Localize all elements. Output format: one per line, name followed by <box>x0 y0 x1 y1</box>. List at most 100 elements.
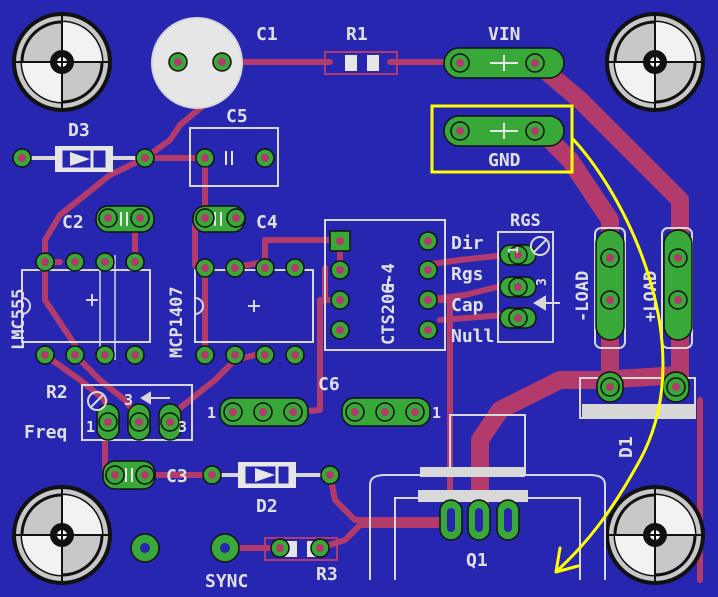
trace <box>422 252 508 268</box>
pad-drill <box>231 351 239 359</box>
silkscreen <box>21 17 696 580</box>
label-neg-load: -LOAD <box>573 271 593 322</box>
pad-drill <box>674 296 682 304</box>
trace <box>327 472 448 523</box>
pad-drill <box>229 408 237 416</box>
r2-screw-icon <box>87 391 107 411</box>
pad-drill <box>174 58 182 66</box>
pad-drill <box>231 264 239 272</box>
label-ic3: CTS206-4 <box>379 263 399 345</box>
d3-diode <box>22 146 145 172</box>
pad-drill <box>424 326 432 334</box>
q1-holes <box>447 508 512 532</box>
pad-drill <box>201 351 209 359</box>
pad-drill <box>276 544 284 552</box>
trace <box>192 155 208 363</box>
label-d1: D1 <box>616 436 637 458</box>
pad-drill <box>291 264 299 272</box>
pad-drill <box>514 314 522 322</box>
label-vin: VIN <box>488 24 521 45</box>
label-freq: Freq <box>24 422 67 443</box>
label-r3: R3 <box>316 564 338 585</box>
label-rgs-pin1: 1 <box>507 246 522 254</box>
pad-drill <box>261 154 269 162</box>
pad-drill <box>201 214 209 222</box>
mounting-holes <box>12 12 705 585</box>
label-c6-pin1a: 1 <box>207 404 216 422</box>
pad-drill <box>336 296 344 304</box>
silkscreen-labels: C1 R1 VIN GND D3 C5 C2 C4 LMC555 MCP1407… <box>9 24 661 592</box>
pad-drill <box>411 408 419 416</box>
label-ic2: MCP1407 <box>167 286 187 358</box>
rgs-outline <box>497 231 554 343</box>
pad-drill <box>18 154 26 162</box>
label-c2: C2 <box>62 212 84 233</box>
pad-drill <box>141 154 149 162</box>
pad-drill <box>289 408 297 416</box>
annotation-arrow <box>556 136 665 572</box>
d2-diode <box>212 462 330 488</box>
pad-drill <box>456 127 464 135</box>
pad-crosses <box>490 55 518 139</box>
pad-drill <box>71 351 79 359</box>
pad-drill <box>136 214 144 222</box>
label-rgs-pin3: 3 <box>535 278 550 286</box>
pad-drill <box>259 408 267 416</box>
label-cap: Cap <box>451 295 484 316</box>
q1-tab <box>420 467 525 477</box>
trace <box>227 237 343 271</box>
ic-markings <box>21 255 394 360</box>
label-d3: D3 <box>68 120 90 141</box>
mounting-hole-top-left <box>12 12 112 112</box>
pad-drill <box>261 264 269 272</box>
d1-tab <box>582 404 694 418</box>
pos-load-pad <box>663 229 693 341</box>
pad-drill <box>71 258 79 266</box>
ic2-notch <box>194 297 204 315</box>
pad-drill <box>218 58 226 66</box>
trimpot-screws <box>87 236 550 411</box>
q1-tab-base <box>418 490 528 502</box>
r3-resistor <box>264 537 338 561</box>
vin-trace <box>526 53 689 259</box>
label-r2: R2 <box>46 382 68 403</box>
pad-drill <box>514 283 522 291</box>
trace <box>317 522 443 551</box>
label-r2-pin3: 3 <box>124 391 133 409</box>
trace <box>437 312 508 323</box>
pad-drill <box>606 383 614 391</box>
pad-drill <box>135 418 143 426</box>
arrows <box>140 295 560 405</box>
label-c1: C1 <box>256 24 278 45</box>
test-points <box>130 533 240 563</box>
square-pads <box>329 230 351 252</box>
label-c3: C3 <box>166 466 188 487</box>
pad-drill <box>41 351 49 359</box>
pad-drill <box>166 418 174 426</box>
ic1-outline <box>21 269 151 343</box>
rgs-screw-icon <box>530 236 550 256</box>
label-c6-pin1b: 1 <box>432 404 441 422</box>
label-sync: SYNC <box>205 571 248 592</box>
pad-drill <box>351 408 359 416</box>
pad-drill <box>104 214 112 222</box>
pad-drill <box>141 471 149 479</box>
pad-drill <box>424 237 432 245</box>
pad-drill <box>201 154 209 162</box>
pad-drill <box>201 264 209 272</box>
label-r2-pin1: 1 <box>86 418 95 436</box>
pad-drill <box>456 59 464 67</box>
pad-drill <box>41 258 49 266</box>
pad-drill <box>101 258 109 266</box>
label-q1: Q1 <box>466 550 488 571</box>
label-d2: D2 <box>256 496 278 517</box>
annotation <box>430 104 665 574</box>
label-c4: C4 <box>256 212 278 233</box>
ic1-notch <box>21 297 31 315</box>
arrowhead-icon <box>554 546 580 574</box>
pad-drill <box>606 296 614 304</box>
label-rgs-pin: Rgs <box>451 264 484 285</box>
pad-drill <box>208 471 216 479</box>
ic3-outline <box>324 219 446 351</box>
